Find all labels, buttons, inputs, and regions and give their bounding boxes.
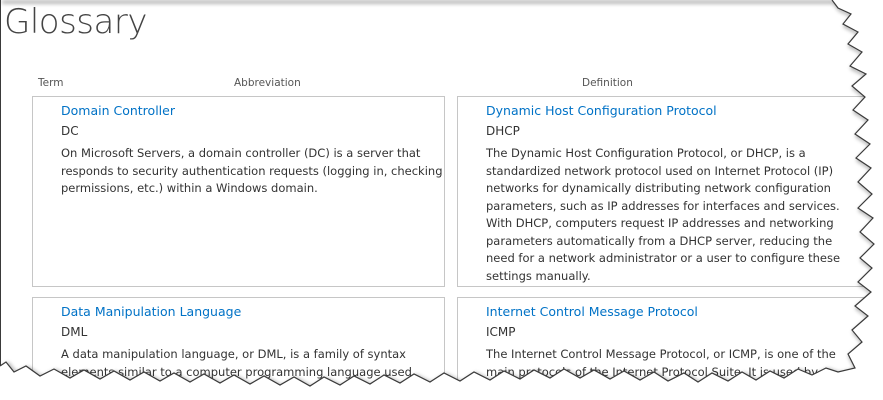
- definition-line: The Dynamic Host Configuration Protocol,…: [486, 146, 806, 160]
- definition-text: The Internet Control Message Protocol, o…: [486, 346, 836, 381]
- abbreviation-text: DML: [61, 325, 88, 339]
- definition-line: elements similar to a computer programmi…: [61, 364, 412, 379]
- definition-line: main protocols of the Internet Protocol …: [486, 364, 819, 379]
- definition-line: need for a network administrator or a us…: [486, 251, 841, 265]
- definition-line: parameters automatically from a DHCP ser…: [486, 233, 833, 248]
- definition-text: The Dynamic Host Configuration Protocol,…: [486, 145, 840, 285]
- glossary-card: Domain Controller DC On Microsoft Server…: [32, 96, 445, 287]
- glossary-card: Dynamic Host Configuration Protocol DHCP…: [457, 96, 883, 287]
- glossary-card: Internet Control Message Protocol ICMP T…: [457, 297, 883, 400]
- definition-line: On Microsoft Servers, a domain controlle…: [61, 146, 421, 160]
- abbreviation-text: DHCP: [486, 124, 520, 138]
- definition-line: responds to security authentication requ…: [61, 163, 443, 178]
- term-link[interactable]: Data Manipulation Language: [61, 304, 242, 319]
- column-header-abbreviation[interactable]: Abbreviation: [234, 77, 301, 89]
- definition-line: A data manipulation language, or DML, is…: [61, 347, 406, 361]
- term-link[interactable]: Domain Controller: [61, 103, 175, 118]
- definition-line: With DHCP, computers request IP addresse…: [486, 216, 834, 230]
- abbreviation-text: DC: [61, 124, 79, 138]
- term-link[interactable]: Dynamic Host Configuration Protocol: [486, 103, 717, 118]
- page-title: Glossary: [4, 2, 147, 42]
- definition-line: parameters, such as IP addresses for int…: [486, 198, 840, 213]
- definition-text: A data manipulation language, or DML, is…: [61, 346, 412, 381]
- definition-line: permissions, etc.) within a Windows doma…: [61, 181, 318, 195]
- definition-text: On Microsoft Servers, a domain controlle…: [61, 145, 443, 198]
- column-header-definition[interactable]: Definition: [582, 77, 633, 89]
- glossary-card: Data Manipulation Language DML A data ma…: [32, 297, 445, 400]
- definition-line: standardized network protocol used on In…: [486, 163, 834, 178]
- abbreviation-text: ICMP: [486, 325, 516, 339]
- term-link[interactable]: Internet Control Message Protocol: [486, 304, 698, 319]
- definition-line: networks for dynamically distributing ne…: [486, 181, 831, 195]
- column-header-term[interactable]: Term: [38, 77, 64, 89]
- definition-line: settings manually.: [486, 268, 591, 283]
- definition-line: The Internet Control Message Protocol, o…: [486, 347, 836, 361]
